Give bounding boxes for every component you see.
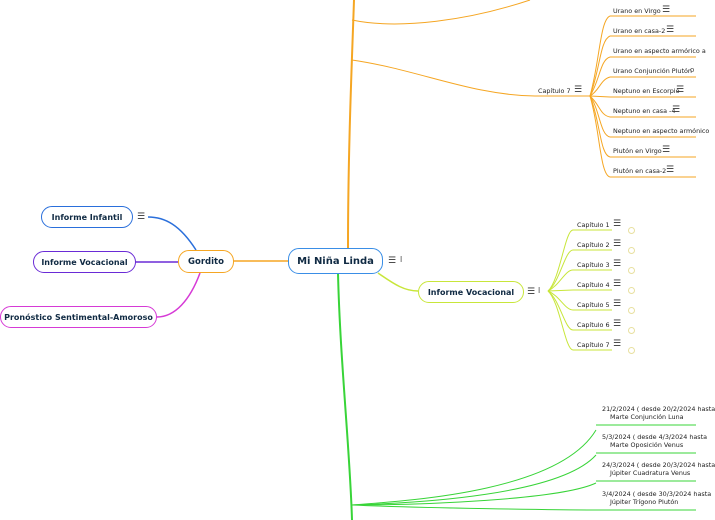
- top-item[interactable]: Plutón en casa-2: [613, 167, 667, 175]
- top-item[interactable]: Urano en casa-2: [613, 27, 666, 35]
- chapter-2-note-icon[interactable]: [628, 247, 635, 254]
- chapter-5-menu-icon[interactable]: ☰: [613, 299, 622, 309]
- chapter-3[interactable]: Capítulo 3: [577, 261, 610, 269]
- top-item[interactable]: Plutón en Virgo: [613, 147, 662, 155]
- informe-infantil-menu-icon[interactable]: ☰: [137, 212, 146, 222]
- chapter-6[interactable]: Capítulo 6: [577, 321, 610, 329]
- transit-date-line[interactable]: 5/3/2024 ( desde 4/3/2024 hasta: [602, 433, 708, 441]
- informe-vocacional-left-label: Informe Vocacional: [41, 257, 128, 267]
- transit-date-line[interactable]: 21/2/2024 ( desde 20/2/2024 hasta: [602, 405, 715, 413]
- connector-top-branch: [347, 0, 355, 249]
- chapter-2[interactable]: Capítulo 2: [577, 241, 610, 249]
- gordito-node[interactable]: Gordito: [178, 250, 234, 273]
- chapter-7-menu-icon[interactable]: ☰: [613, 339, 622, 349]
- transit-aspect-line[interactable]: Júpiter Trígono Plutón: [610, 498, 679, 506]
- top-item-menu-icon[interactable]: ☰: [662, 145, 671, 155]
- informe-infantil-node[interactable]: Informe Infantil: [41, 206, 133, 228]
- gordito-label: Gordito: [188, 256, 224, 267]
- connector-informe-vocacional-right: [377, 272, 419, 292]
- chapter-3-note-icon[interactable]: [628, 267, 635, 274]
- chapter-1-note-icon[interactable]: [628, 227, 635, 234]
- top-item[interactable]: Neptuno en Escorpio: [613, 87, 680, 95]
- top-item[interactable]: Neptuno en aspecto armónico: [613, 127, 710, 135]
- top-item-menu-icon[interactable]: ☰: [666, 165, 675, 175]
- informe-infantil-label: Informe Infantil: [51, 212, 123, 222]
- root-paperclip-icon[interactable]: ⅼ: [400, 255, 403, 264]
- root-node[interactable]: Mi Niña Linda: [288, 248, 383, 274]
- transit-aspect-line[interactable]: Júpiter Cuadratura Venus: [610, 469, 691, 477]
- pronostico-label: Pronóstico Sentimental-Amoroso: [4, 312, 153, 322]
- chapter-connectors: [547, 229, 612, 351]
- chapter-5-note-icon[interactable]: [628, 307, 635, 314]
- chapter-4[interactable]: Capítulo 4: [577, 281, 610, 289]
- transit-aspect-line[interactable]: Marte Conjunción Luna: [610, 413, 684, 421]
- informe-vocacional-menu-icon[interactable]: ☰: [527, 287, 536, 297]
- transit-date-line[interactable]: 24/3/2024 ( desde 20/3/2024 hasta: [602, 461, 715, 469]
- chapter-6-menu-icon[interactable]: ☰: [613, 319, 622, 329]
- top-chapter-7-menu-icon[interactable]: ☰: [574, 85, 583, 95]
- informe-vocacional-right-node[interactable]: Informe Vocacional: [418, 281, 524, 303]
- chapter-4-menu-icon[interactable]: ☰: [613, 279, 622, 289]
- top-item[interactable]: Neptuno en casa -4: [613, 107, 676, 115]
- informe-vocacional-left-node[interactable]: Informe Vocacional: [33, 251, 136, 273]
- chapter-7-note-icon[interactable]: [628, 347, 635, 354]
- chapter-6-note-icon[interactable]: [628, 327, 635, 334]
- connector-layer: [135, 0, 696, 520]
- top-item[interactable]: Urano Conjunción Plutón: [613, 67, 692, 75]
- root-label: Mi Niña Linda: [297, 255, 374, 267]
- chapter-2-menu-icon[interactable]: ☰: [613, 239, 622, 249]
- top-item[interactable]: Urano en Virgo: [613, 7, 661, 15]
- bottom-branch-connectors: [351, 424, 696, 511]
- connector-pronostico: [156, 272, 201, 318]
- informe-vocacional-right-label: Informe Vocacional: [427, 287, 515, 297]
- informe-vocacional-paperclip-icon[interactable]: ⅼ: [538, 286, 541, 295]
- chapter-4-note-icon[interactable]: [628, 287, 635, 294]
- top-item-menu-icon[interactable]: ☰: [672, 105, 681, 115]
- top-item-menu-icon[interactable]: ☰: [676, 85, 685, 95]
- connector-bottom-branch: [337, 272, 353, 520]
- top-item-paperclip-icon[interactable]: o: [690, 66, 695, 74]
- chapter-7[interactable]: Capítulo 7: [577, 341, 610, 349]
- top-item-menu-icon[interactable]: ☰: [666, 25, 675, 35]
- transit-aspect-line[interactable]: Marte Oposición Venus: [610, 441, 684, 449]
- chapter-3-menu-icon[interactable]: ☰: [613, 259, 622, 269]
- chapter-1-menu-icon[interactable]: ☰: [613, 219, 622, 229]
- chapter-5[interactable]: Capítulo 5: [577, 301, 610, 309]
- pronostico-node[interactable]: Pronóstico Sentimental-Amoroso: [0, 306, 157, 328]
- top-item[interactable]: Urano en aspecto armórico a: [613, 47, 706, 55]
- chapter-1[interactable]: Capítulo 1: [577, 221, 610, 229]
- root-menu-icon[interactable]: ☰: [388, 256, 397, 266]
- top-chapter-7[interactable]: Capítulo 7: [538, 87, 571, 95]
- transit-date-line[interactable]: 3/4/2024 ( desde 30/3/2024 hasta: [602, 490, 712, 498]
- top-branch-connectors: [351, 0, 696, 178]
- connector-informe-infantil: [147, 216, 197, 251]
- top-item-menu-icon[interactable]: ☰: [662, 5, 671, 15]
